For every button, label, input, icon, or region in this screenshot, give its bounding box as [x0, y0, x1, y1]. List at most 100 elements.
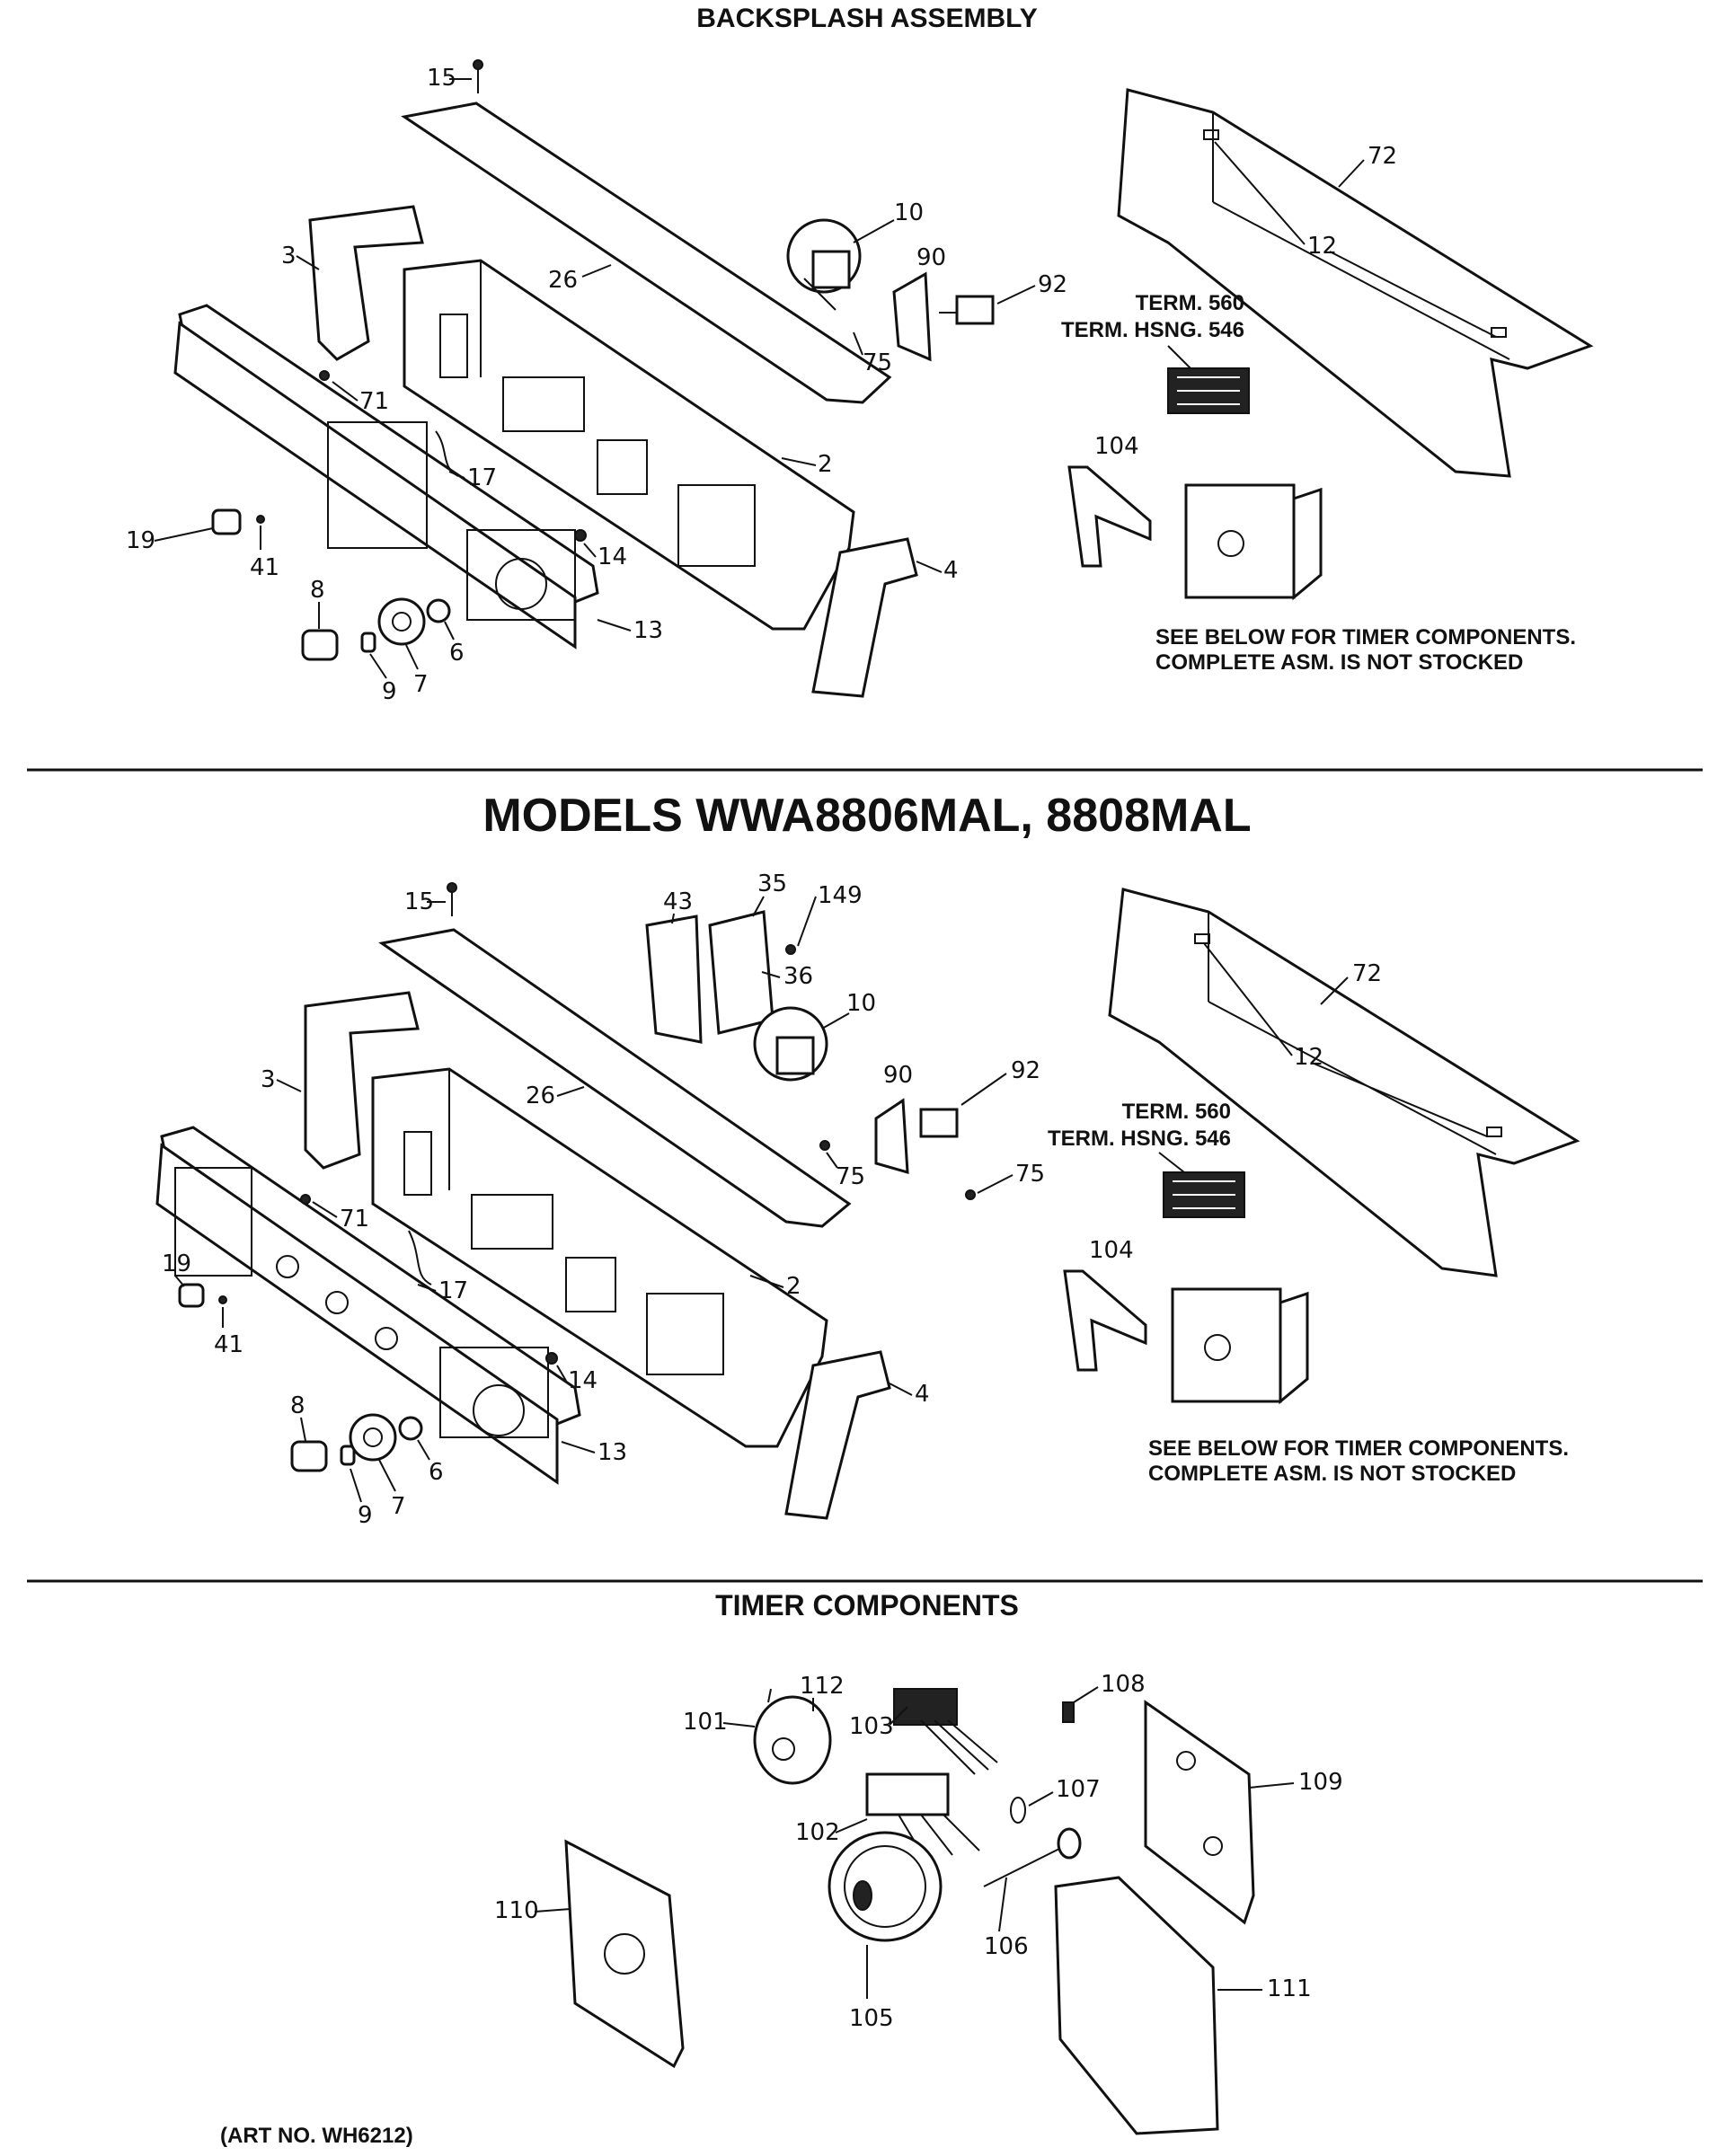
callout-92: 92: [1011, 1057, 1040, 1084]
switch-bracket-part: [892, 271, 932, 362]
callout-17: 17: [438, 1277, 468, 1304]
callout-111: 111: [1267, 1975, 1312, 2002]
timer-assembly-part: [1184, 483, 1323, 601]
connector-part-2: [865, 1772, 980, 1860]
switch-bracket-part: [874, 1098, 909, 1175]
callout-17: 17: [467, 464, 497, 491]
selector-switch-part: [753, 1006, 828, 1082]
diagram-top: 15 72 12 10 3 26 90 92 75 71 2 104 17 19…: [126, 59, 1594, 705]
term-label: TERM. 560: [1136, 291, 1244, 315]
board-bracket-part: [645, 915, 703, 1044]
callout-9: 9: [358, 1502, 373, 1529]
timer-frame-part: [564, 1839, 685, 2069]
callout-109: 109: [1298, 1769, 1343, 1796]
callout-108: 108: [1101, 1671, 1146, 1698]
timer-assembly-part: [1171, 1287, 1309, 1405]
callout-8: 8: [290, 1392, 305, 1419]
callout-3: 3: [261, 1066, 276, 1093]
knob-part: [178, 1283, 205, 1308]
callout-72: 72: [1352, 960, 1382, 987]
callout-75: 75: [836, 1163, 865, 1190]
term-hsng-label: TERM. HSNG. 546: [1061, 318, 1244, 342]
callout-2: 2: [818, 451, 833, 478]
wire-harness-part: [408, 1230, 432, 1286]
callout-14: 14: [568, 1367, 598, 1394]
callout-12: 12: [1307, 233, 1337, 260]
callout-2: 2: [786, 1273, 801, 1300]
callout-14: 14: [598, 543, 627, 570]
timer-note-line1: SEE BELOW FOR TIMER COMPONENTS.: [1155, 625, 1576, 649]
clip-part: [1062, 1701, 1075, 1723]
left-end-cap-part: [304, 991, 420, 1170]
callout-13: 13: [598, 1439, 627, 1466]
dial-part: [377, 597, 426, 646]
timer-motor-part: [753, 1688, 832, 1785]
left-end-cap-part: [308, 205, 424, 361]
control-panel-part: [173, 304, 599, 649]
callout-71: 71: [359, 388, 389, 415]
callout-19: 19: [162, 1250, 191, 1277]
callout-106: 106: [984, 1933, 1029, 1960]
backsplash-housing-part: [403, 259, 855, 631]
callout-90: 90: [916, 244, 946, 271]
right-end-cap-part: [784, 1350, 891, 1520]
end-cap-part: [1117, 88, 1594, 478]
diagram-timer: 112 108 101 103 109 107 102 110 106 105 …: [494, 1671, 1343, 2135]
callout-102: 102: [795, 1819, 840, 1846]
rotary-switch-part: [919, 1108, 959, 1138]
callout-19: 19: [126, 527, 155, 554]
callout-110: 110: [494, 1897, 539, 1924]
backsplash-housing-part: [371, 1067, 828, 1448]
callout-36: 36: [783, 963, 813, 990]
timer-plate-part: [1144, 1700, 1255, 1925]
cam-part: [828, 1831, 943, 1942]
callout-92: 92: [1038, 271, 1067, 298]
callout-4: 4: [915, 1381, 930, 1408]
diagram-mid: 15 35 149 43 36 72 10 12 3 26 90 92 75 7…: [155, 870, 1580, 1529]
callout-43: 43: [663, 888, 693, 915]
callout-7: 7: [413, 671, 429, 698]
callout-149: 149: [818, 882, 863, 909]
screw-part: [473, 59, 483, 93]
terminal-block-part: [1163, 1171, 1245, 1218]
terminal-block-part: [1167, 367, 1250, 414]
heading-backsplash: BACKSPLASH ASSEMBLY: [696, 4, 1038, 33]
timer-bracket-part: [1063, 1269, 1147, 1372]
callout-101: 101: [683, 1709, 728, 1736]
spring-part: [1010, 1797, 1026, 1824]
callout-26: 26: [526, 1082, 555, 1109]
callout-105: 105: [849, 2005, 894, 2032]
callout-6: 6: [449, 640, 465, 667]
right-end-cap-part: [811, 537, 918, 698]
end-cap-part: [1108, 888, 1580, 1277]
callout-41: 41: [214, 1331, 243, 1358]
callout-112: 112: [800, 1673, 845, 1700]
callout-72: 72: [1368, 143, 1397, 170]
term-label: TERM. 560: [1122, 1100, 1231, 1124]
art-number: (ART NO. WH6212): [220, 2124, 413, 2148]
timer-note-line2: COMPLETE ASM. IS NOT STOCKED: [1148, 1462, 1516, 1486]
callout-6: 6: [429, 1459, 444, 1486]
callout-4: 4: [943, 557, 959, 584]
timer-note-line1: SEE BELOW FOR TIMER COMPONENTS.: [1148, 1436, 1569, 1461]
callout-8: 8: [310, 577, 325, 604]
heading-models: MODELS WWA8806MAL, 8808MAL: [482, 790, 1251, 842]
shaft-part: [983, 1827, 1082, 1887]
knob-part: [211, 508, 242, 535]
selector-switch-part: [786, 218, 862, 311]
callout-3: 3: [281, 243, 297, 270]
callout-90: 90: [883, 1062, 913, 1089]
heading-timer: TIMER COMPONENTS: [715, 1589, 1019, 1621]
callout-10: 10: [846, 990, 876, 1017]
callout-9: 9: [382, 678, 397, 705]
callout-75b: 75: [1015, 1161, 1045, 1188]
rotary-switch-part: [955, 295, 995, 325]
timer-cover-part: [1054, 1876, 1219, 2135]
button-part: [301, 629, 339, 661]
callout-13: 13: [633, 617, 663, 644]
callout-10: 10: [894, 199, 924, 226]
connector-part: [893, 1688, 998, 1775]
callout-71: 71: [340, 1206, 369, 1233]
callout-104: 104: [1089, 1237, 1134, 1264]
